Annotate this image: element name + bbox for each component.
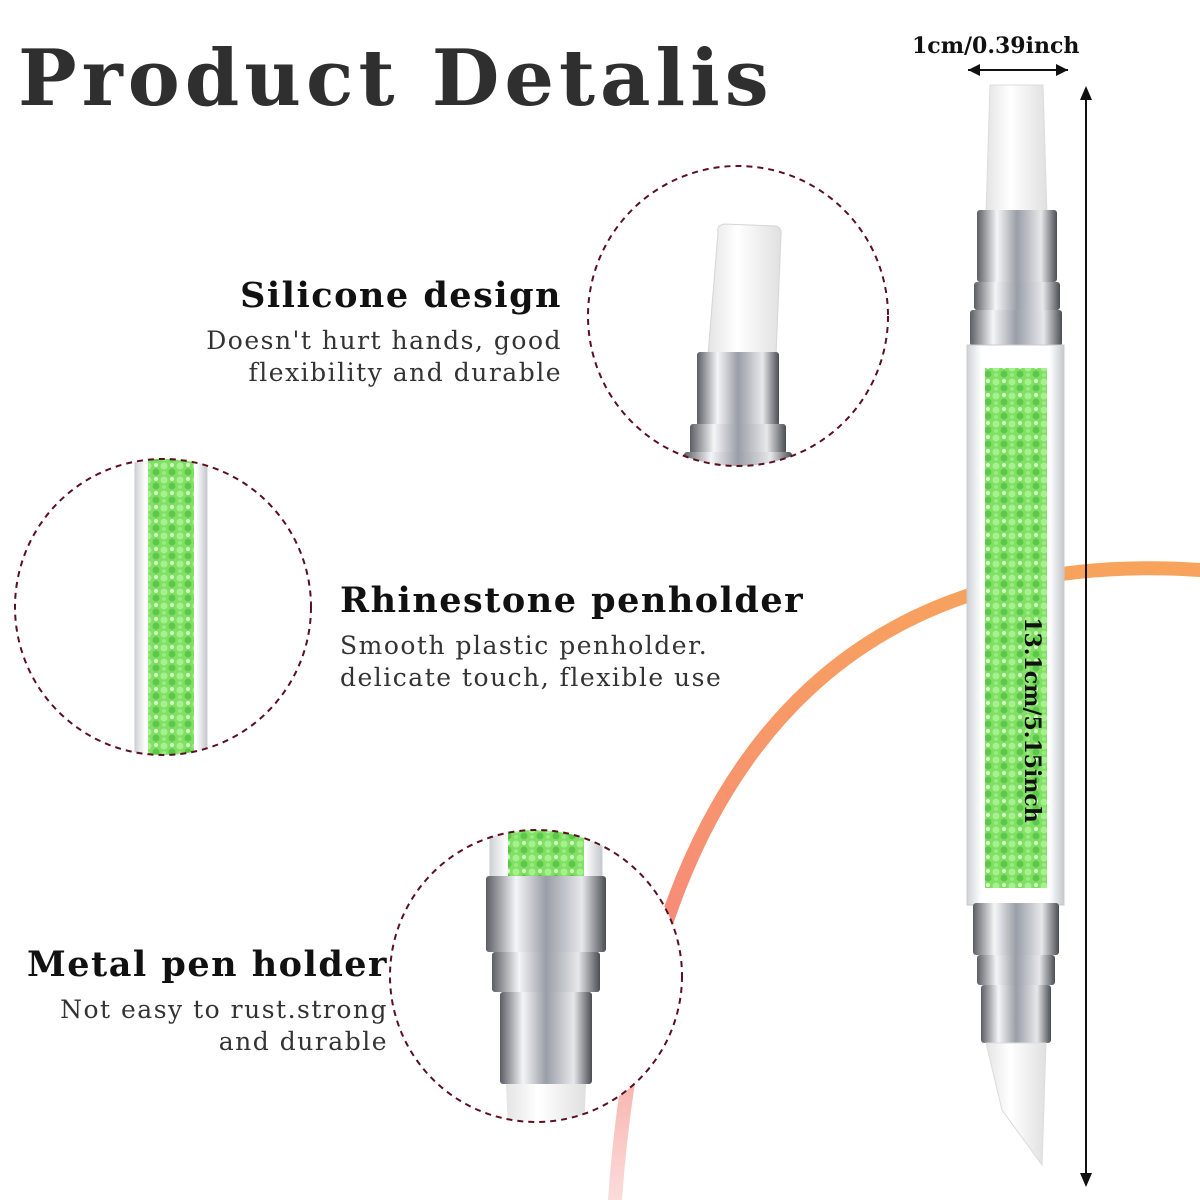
feature-description-line: Smooth plastic penholder. bbox=[340, 631, 709, 660]
feature-rhinestone: Rhinestone penholder Smooth plastic penh… bbox=[340, 583, 804, 694]
feature-description-line: flexibility and durable bbox=[248, 358, 562, 387]
width-dimension-arrow bbox=[968, 64, 1068, 76]
feature-title: Silicone design bbox=[240, 275, 562, 316]
feature-title: Rhinestone penholder bbox=[340, 580, 805, 621]
feature-description-line: and durable bbox=[218, 1027, 388, 1056]
feature-description-line: delicate touch, flexible use bbox=[340, 663, 723, 692]
metal-detail-circle bbox=[389, 829, 683, 1123]
page-title: Product Detalis bbox=[18, 33, 774, 124]
feature-description-line: Doesn't hurt hands, good bbox=[206, 326, 562, 355]
silicone-detail-circle bbox=[587, 165, 889, 467]
length-dimension-label: 13.1cm/5.15inch bbox=[1019, 617, 1045, 823]
length-dimension-arrow bbox=[1080, 86, 1092, 1187]
feature-title: Metal pen holder bbox=[27, 944, 388, 985]
feature-silicone: Silicone design Doesn't hurt hands, good… bbox=[206, 278, 562, 389]
width-dimension-label: 1cm/0.39inch bbox=[912, 33, 1080, 59]
pen-image bbox=[966, 84, 1065, 1167]
rhinestone-detail-circle bbox=[14, 458, 312, 756]
feature-metal: Metal pen holder Not easy to rust.strong… bbox=[27, 947, 388, 1058]
feature-description-line: Not easy to rust.strong bbox=[60, 995, 388, 1024]
